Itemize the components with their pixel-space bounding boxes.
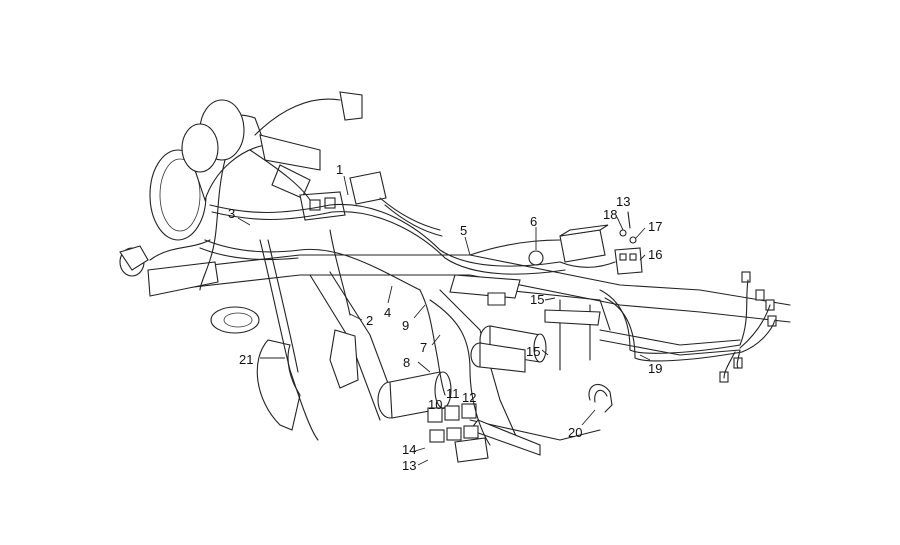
horn-left: [119, 245, 149, 277]
leader-lines: [237, 175, 651, 466]
callout-14: 14: [402, 442, 416, 457]
callout-7: 7: [420, 340, 427, 355]
callout-15a: 15: [530, 292, 544, 307]
regulator-box: [528, 224, 609, 266]
handlebar-switch-right: [254, 91, 363, 136]
callout-3: 3: [228, 206, 235, 221]
callout-19: 19: [648, 361, 662, 376]
callout-17: 17: [648, 219, 662, 234]
fuse-holders: [470, 325, 547, 373]
callout-8: 8: [403, 355, 410, 370]
fastener-set-upper: [619, 211, 637, 244]
callout-18: 18: [603, 207, 617, 222]
callout-6: 6: [530, 214, 537, 229]
callout-15b: 15: [526, 344, 540, 359]
relay-bank: [427, 403, 489, 463]
callout-9: 9: [402, 318, 409, 333]
headlight-assembly: [149, 99, 321, 241]
wiring-harness: [149, 149, 776, 446]
turn-indicator-left: [210, 306, 260, 334]
callout-labels: 1 2 3 4 5 6 7 8 9 10 11 12 13 13 14 15 1…: [228, 162, 662, 473]
callout-12: 12: [462, 390, 476, 405]
callout-2: 2: [366, 313, 373, 328]
callout-20: 20: [568, 425, 582, 440]
callout-21: 21: [239, 352, 253, 367]
front-fender: [256, 339, 301, 431]
callout-5: 5: [460, 223, 467, 238]
callout-13a: 13: [616, 194, 630, 209]
ignition-block: [299, 171, 387, 221]
cable-clip-20: [588, 383, 613, 413]
frame-chassis: [147, 254, 791, 456]
callout-16: 16: [648, 247, 662, 262]
callout-4: 4: [384, 305, 391, 320]
callout-1: 1: [336, 162, 343, 177]
callout-13b: 13: [402, 458, 416, 473]
callout-11: 11: [446, 386, 460, 401]
connector-block-16: [614, 247, 643, 275]
callout-10: 10: [428, 397, 442, 412]
